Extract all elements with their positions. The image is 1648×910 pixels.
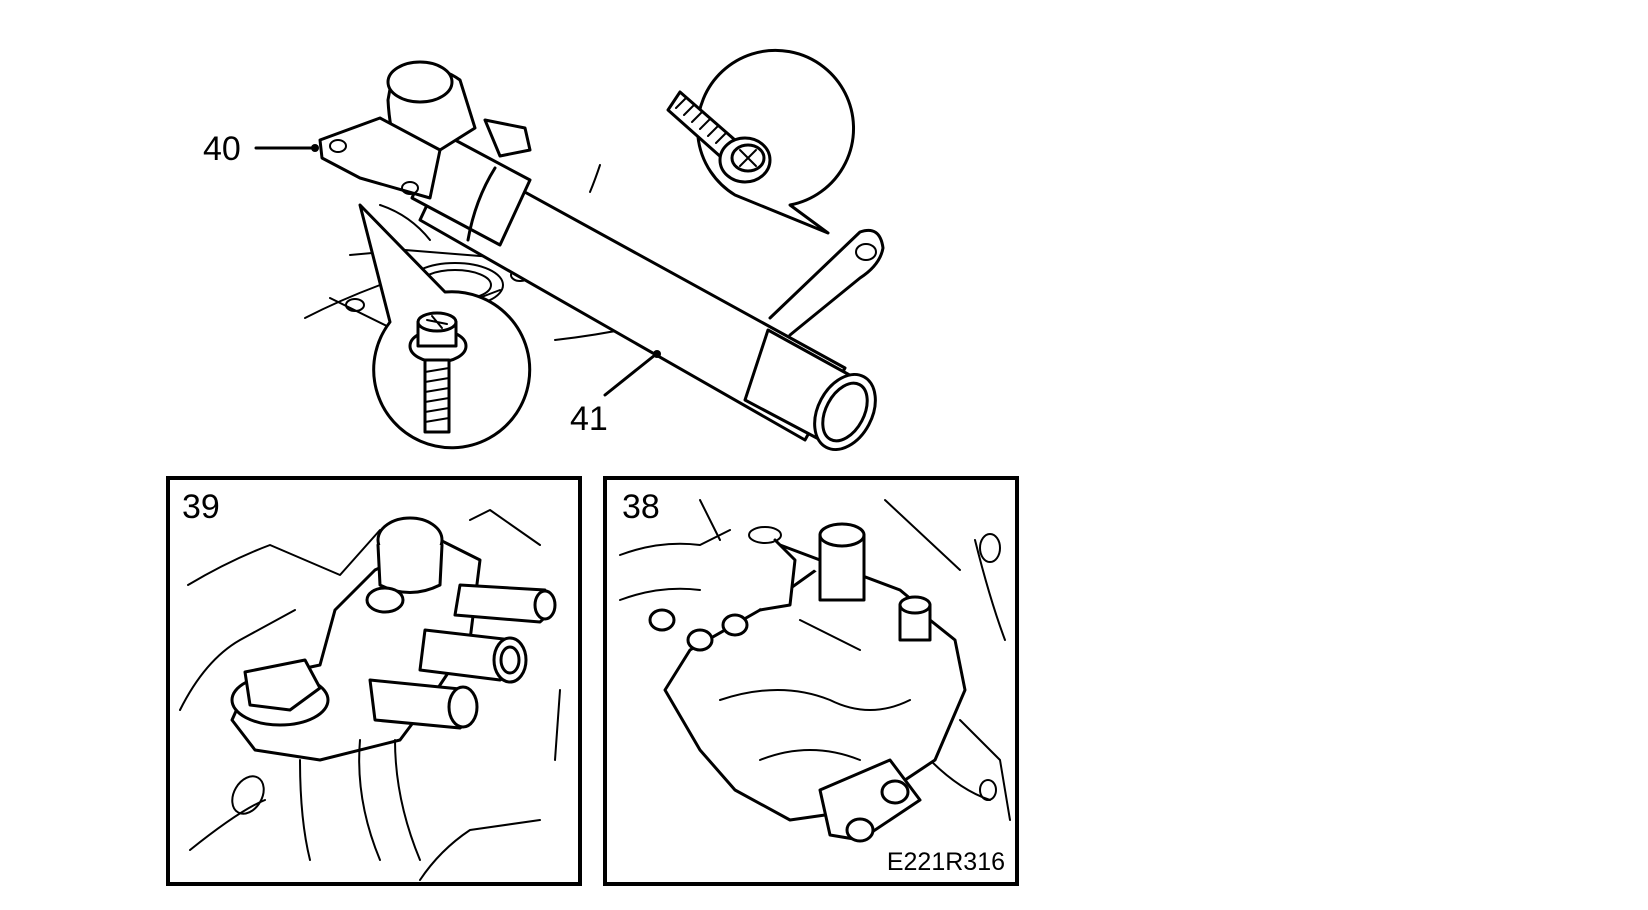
panel-number-39: 39 (182, 488, 220, 526)
bolt-callout-lower (358, 203, 532, 450)
part-number-40: 40 (203, 130, 241, 168)
coolant-pipe (318, 60, 885, 452)
bolt-callout-upper (666, 48, 855, 235)
part-number-41: 41 (570, 400, 608, 438)
drawing-code: E221R316 (887, 848, 1005, 876)
panel-number-38: 38 (622, 488, 660, 526)
leader-lines (254, 144, 661, 397)
detail-panel-39 (166, 476, 582, 886)
detail-panel-38 (603, 476, 1019, 886)
